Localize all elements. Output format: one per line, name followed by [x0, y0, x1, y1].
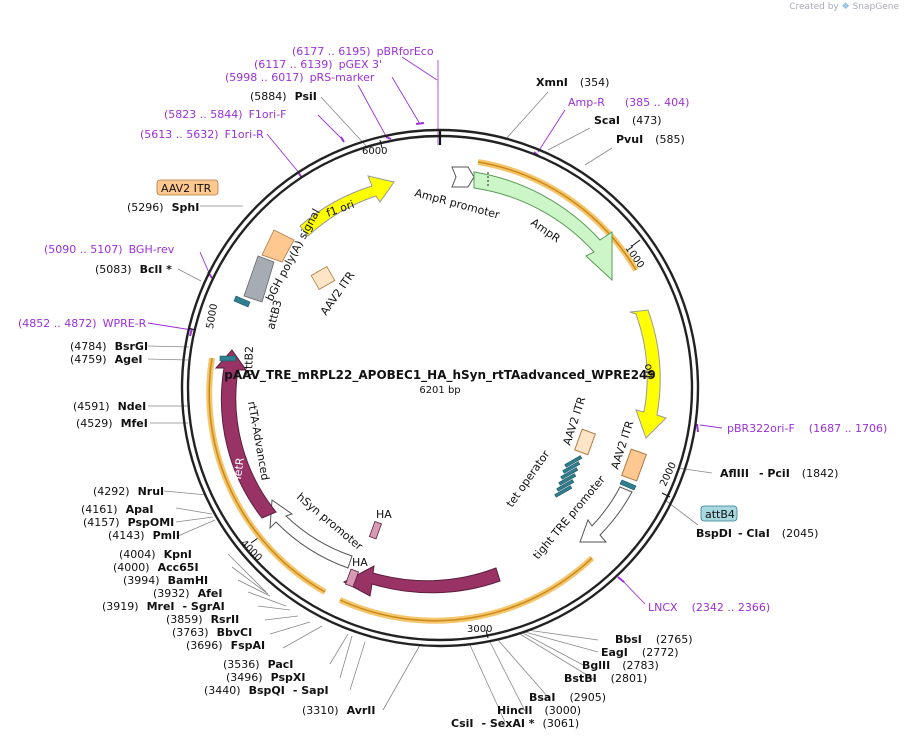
- enzyme-pvui: PvuI(585): [616, 133, 685, 146]
- plasmid-name: pAAV_TRE_mRPL22_APOBEC1_HA_hSyn_rtTAadva…: [224, 368, 656, 383]
- enzyme-csii: CsiI- SexAI *(3061): [451, 717, 579, 730]
- primer-lncx: LNCX(2342 .. 2366): [648, 601, 770, 614]
- enzyme-labels-right: XmnI(354) ScaI(473) PvuI(585) AflIII- Pc…: [451, 76, 838, 730]
- f1ori-arrow: [299, 175, 395, 237]
- enzyme-kpni: (4004)KpnI: [119, 548, 192, 561]
- tick-label-4000: 4000: [238, 538, 264, 564]
- attb2-label: attB2: [242, 346, 256, 376]
- aav2-itr-inner-right-box: [574, 428, 596, 456]
- enzyme-acc65i: (4000)Acc65I: [113, 561, 199, 574]
- enzyme-nrui: (4292)NruI: [93, 485, 164, 498]
- tick-label-6000: 6000: [362, 146, 387, 157]
- tick-marks: [187, 139, 671, 639]
- enzyme-bspdi: BspDI- ClaI(2045): [696, 527, 818, 540]
- ha-lower-label: HA: [352, 556, 368, 569]
- enzyme-bstbi: BstBI(2801): [564, 672, 647, 685]
- tight-tre-promoter-arrow: [579, 486, 633, 543]
- rtetr-cds-arrow: [214, 349, 277, 519]
- primer-amp-r: Amp-R(385 .. 404): [568, 96, 689, 109]
- enzyme-pmli: (4143)PmlI: [108, 529, 180, 542]
- enzyme-psii: (5884)PsiI: [250, 90, 317, 103]
- ori-label: ori: [642, 363, 656, 378]
- enzyme-hincii: HincII(3000): [497, 704, 581, 717]
- primer-bgh-rev: (5090 .. 5107)BGH-rev: [44, 243, 175, 256]
- attb4-label: attB4: [705, 508, 735, 521]
- primer-pbrforeco: (6177 .. 6195)pBRforEco: [292, 45, 434, 58]
- ampr-promoter-arrow: [451, 166, 475, 188]
- bgh-polya-box: [243, 255, 275, 303]
- enzyme-fspai: (3696)FspAI: [186, 639, 265, 652]
- attb3-mark: [233, 295, 251, 308]
- enzyme-pspomi: (4157)PspOMI: [83, 516, 174, 529]
- enzyme-ndei: (4591)NdeI: [73, 400, 146, 413]
- enzyme-xmni: XmnI(354): [536, 76, 609, 89]
- snapgene-icon: ❖: [841, 2, 850, 12]
- enzyme-bsrgi: (4784)BsrGI: [70, 340, 148, 353]
- enzyme-paci: (3536)PacI: [223, 658, 293, 671]
- aav2-itr-left-box-label: AAV2 ITR: [161, 182, 212, 195]
- aav2-itr-left-inner-box: [310, 266, 336, 290]
- backbone-outer: [180, 128, 700, 648]
- enzyme-sphi: (5296)SphI: [127, 201, 199, 214]
- f1ori-label: f1 ori: [325, 198, 356, 220]
- enzyme-rsrii: (3859)RsrII: [166, 613, 239, 626]
- enzyme-scai: ScaI(473): [594, 114, 662, 127]
- enzyme-agei: (4759)AgeI: [70, 353, 143, 366]
- attb4-mark: [619, 479, 637, 491]
- enzyme-afliii: AflIII- PciI(1842): [720, 467, 838, 480]
- ampr-cds-arrow: [473, 171, 613, 282]
- enzyme-bcli: (5083)BclI *: [95, 263, 172, 276]
- aav2-itr-left-box: [261, 229, 295, 263]
- apobec1-cds-arrow: [342, 565, 501, 597]
- aav2-itr-left-label-box: [156, 179, 219, 196]
- enzyme-bamhi: (3994)BamHI: [123, 574, 208, 587]
- tet-operator-bars: [554, 455, 583, 498]
- primer-pbr322ori-f: pBR322ori-F(1687 .. 1706): [727, 422, 887, 435]
- enzyme-bbsi: BbsI(2765): [615, 633, 692, 646]
- tick-label-5000: 5000: [205, 303, 220, 330]
- enzyme-bglii: BglII(2783): [582, 659, 659, 672]
- ampr-promoter-label: AmpR promoter: [413, 186, 501, 221]
- enzyme-eagi: EagI(2772): [601, 646, 678, 659]
- enzyme-bsai: BsaI(2905): [529, 691, 606, 704]
- aav2-itr-right-box: [621, 448, 647, 482]
- primer-f1ori-f: (5823 .. 5844)F1ori-F: [164, 108, 287, 121]
- attb2-mark: [219, 355, 237, 362]
- apobec1-label: APOBEC-1: [404, 592, 460, 605]
- enzyme-apai: (4161)ApaI: [81, 503, 153, 516]
- tet-operator-label: tet operator: [504, 448, 553, 510]
- primer-lines: [147, 56, 723, 605]
- enzyme-bbvci: (3763)BbvCI: [172, 626, 252, 639]
- highlight-arc-lower-core: [339, 557, 593, 622]
- primer-prs-marker: (5998 .. 6017)pRS-marker: [225, 71, 375, 84]
- ori-arrow: [629, 309, 667, 439]
- enzyme-avrii: (3310)AvrII: [302, 704, 375, 717]
- ha-upper-label: HA: [376, 508, 392, 521]
- primer-wpre-r: (4852 .. 4872)WPRE-R: [18, 317, 147, 330]
- credit-brand: SnapGene: [852, 2, 899, 12]
- snapgene-credit: Created by ❖ SnapGene: [789, 2, 899, 12]
- enzyme-bspqi: (3440)BspQI- SapI: [204, 684, 329, 697]
- primer-f1ori-r: (5613 .. 5632)F1ori-R: [140, 128, 264, 141]
- enzyme-pspxi: (3496)PspXI: [226, 671, 305, 684]
- highlight-arc-left-core: [208, 357, 326, 593]
- enzyme-mrei: (3919)MreI- SgrAI: [102, 600, 225, 613]
- hsyn-promoter-arrow: [269, 499, 353, 569]
- enzyme-mfei: (4529)MfeI: [76, 417, 148, 430]
- credit-prefix: Created by: [789, 2, 839, 12]
- highlight-arc-ampr-core: [477, 161, 637, 271]
- enzyme-afei: (3932)AfeI: [153, 587, 222, 600]
- plasmid-size: 6201 bp: [419, 385, 460, 396]
- tick-label-3000: 3000: [467, 624, 492, 635]
- primer-labels: (6177 .. 6195)pBRforEco (6117 .. 6139)pG…: [18, 45, 887, 614]
- primer-pgex3: (6117 .. 6139)pGEX 3': [254, 58, 382, 71]
- ha-tag-lower: [344, 568, 360, 588]
- rtetr-label: rTetR: [230, 456, 247, 486]
- attb4-box: [700, 505, 738, 522]
- ha-tag-upper: [368, 520, 383, 540]
- enzyme-labels-left: (3310)AvrII (3440)BspQI- SapI (3496)PspX…: [70, 90, 375, 717]
